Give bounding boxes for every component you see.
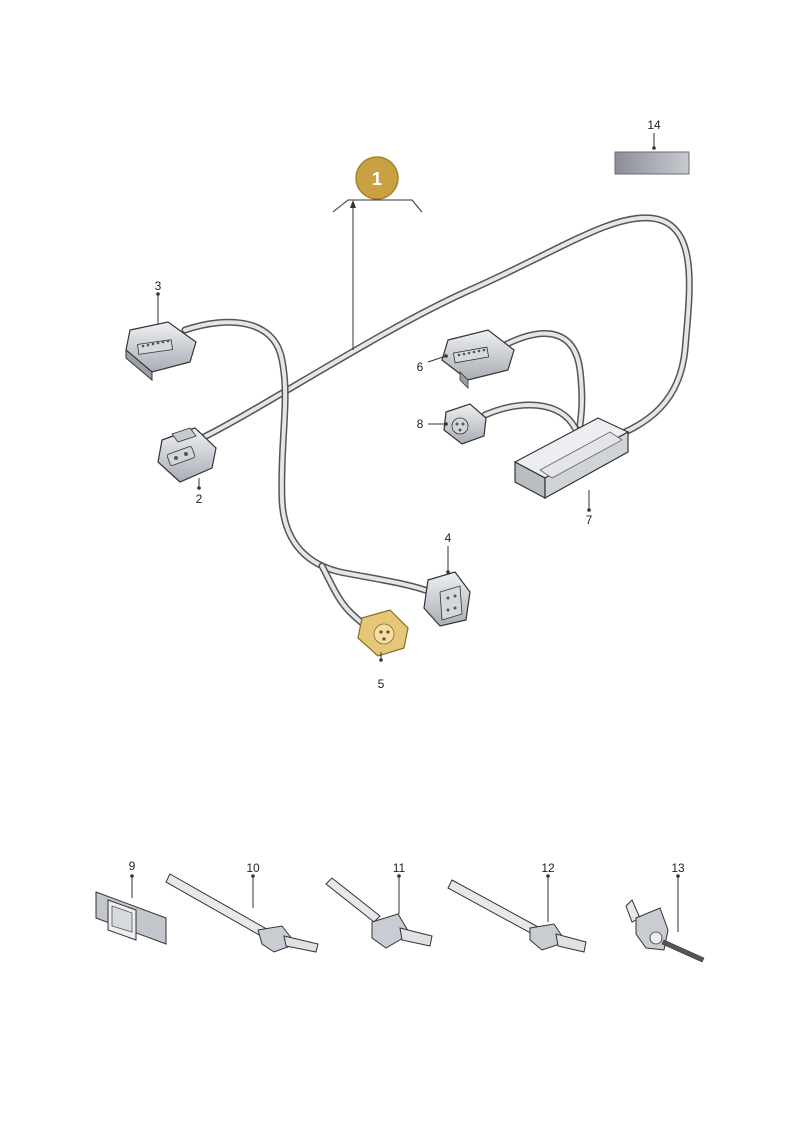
part-14-label-plate[interactable]: 14 (614, 118, 690, 175)
part-5-connector[interactable]: 5 (357, 609, 409, 691)
part-11-cable-tie[interactable]: 11 (325, 861, 433, 949)
part-8-connector[interactable]: 8 (417, 403, 487, 445)
part-6-connector[interactable]: 6 (417, 329, 515, 389)
badge-circle (355, 156, 399, 200)
callout-4: 4 (445, 531, 452, 545)
callout-14: 14 (647, 118, 661, 132)
assembly-badge: 1 (332, 156, 423, 350)
callout-13: 13 (671, 861, 685, 875)
cable-tie-icon (325, 877, 433, 949)
callout-12: 12 (541, 861, 555, 875)
part-7-control-module[interactable]: 7 (513, 417, 630, 527)
clip-icon (95, 891, 167, 945)
connector-round-icon (443, 403, 487, 445)
part-2-connector[interactable]: 2 (157, 427, 217, 506)
part-12-cable-tie[interactable]: 12 (447, 861, 587, 953)
callout-8: 8 (417, 417, 424, 431)
control-module-icon (513, 417, 630, 500)
part-4-connector[interactable]: 4 (423, 531, 471, 627)
connector-multipin-icon (441, 329, 515, 389)
callout-10: 10 (246, 861, 260, 875)
callout-9: 9 (129, 859, 136, 873)
harness-loom-main (194, 214, 693, 444)
badge-bracket (332, 199, 423, 213)
callout-7: 7 (586, 513, 593, 527)
harness-branch-lower (181, 318, 429, 594)
connector-4pin-icon (423, 571, 471, 627)
badge-label: 1 (372, 169, 382, 189)
cable-tie-icon (447, 879, 587, 953)
cable-tie-icon (165, 873, 319, 953)
connector-2pin-icon (157, 427, 217, 483)
connector-round-icon (357, 609, 409, 657)
connector-multipin-icon (125, 321, 197, 382)
wiring-harness (181, 214, 693, 632)
callout-2: 2 (196, 492, 203, 506)
callout-11: 11 (393, 861, 406, 875)
part-10-cable-tie[interactable]: 10 (165, 861, 319, 953)
label-plate-icon (614, 151, 690, 175)
part-13-holder[interactable]: 13 (625, 861, 705, 963)
callout-6: 6 (417, 360, 424, 374)
cable-tie-icon (625, 899, 705, 963)
callout-5: 5 (378, 677, 385, 691)
part-3-connector[interactable]: 3 (125, 279, 197, 382)
callout-3: 3 (155, 279, 162, 293)
part-9-clip[interactable]: 9 (95, 859, 167, 945)
